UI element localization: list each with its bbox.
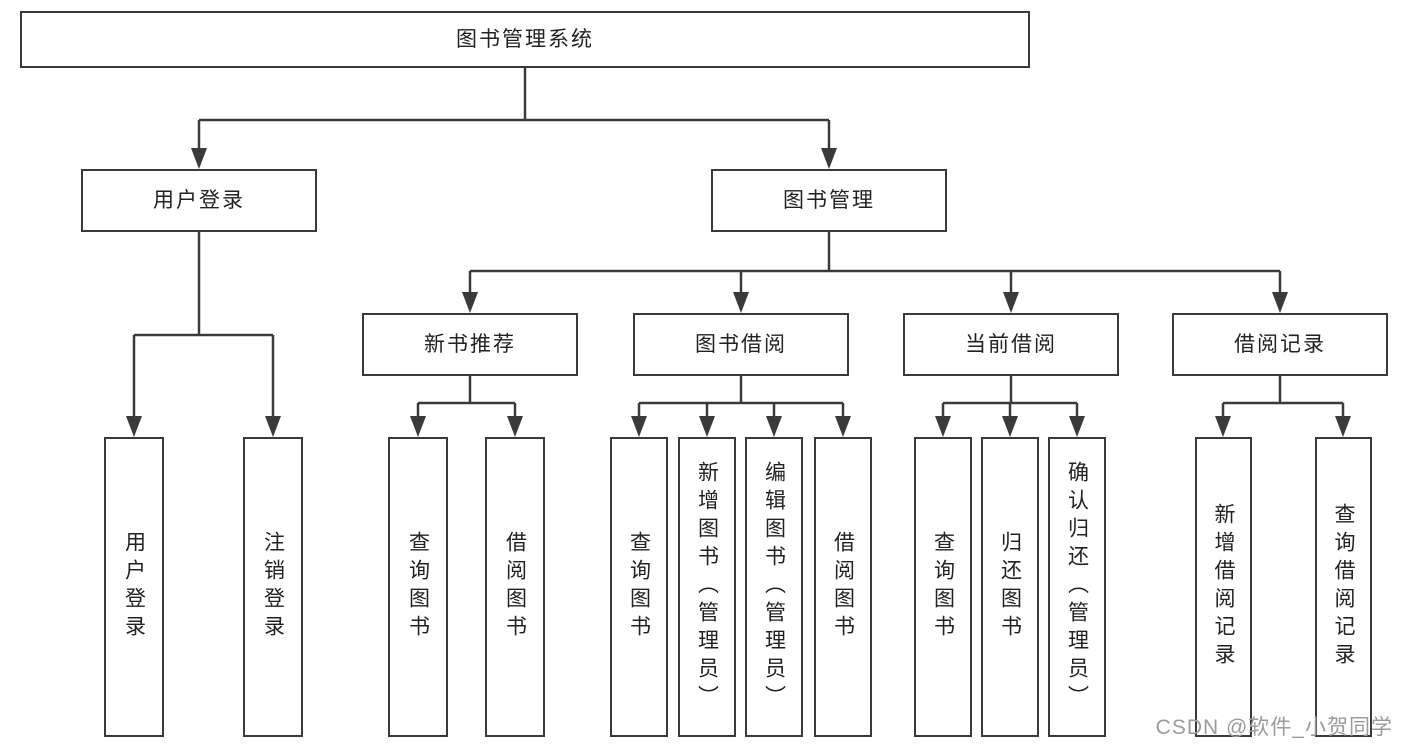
node-label: 用户登录 — [122, 531, 146, 643]
node-label: 查询图书 — [406, 531, 430, 643]
leaf-borrow-books-recommend: 借阅图书 — [485, 437, 545, 737]
leaf-query-books-current: 查询图书 — [914, 437, 972, 737]
node-label: 借阅记录 — [1234, 333, 1326, 356]
node-label: 借阅图书 — [503, 531, 527, 643]
leaf-add-borrow-record: 新增借阅记录 — [1195, 437, 1252, 737]
node-label: 编辑图书（管理员） — [762, 461, 786, 713]
node-label: 新书推荐 — [424, 333, 516, 356]
leaf-query-books-borrow: 查询图书 — [610, 437, 668, 737]
node-root-system: 图书管理系统 — [20, 11, 1030, 68]
leaf-return-books: 归还图书 — [981, 437, 1039, 737]
node-label: 图书借阅 — [695, 333, 787, 356]
node-label: 当前借阅 — [965, 333, 1057, 356]
node-book-management: 图书管理 — [711, 169, 947, 232]
leaf-user-login: 用户登录 — [104, 437, 164, 737]
leaf-query-borrow-record: 查询借阅记录 — [1315, 437, 1372, 737]
node-label: 查询借阅记录 — [1332, 503, 1355, 671]
node-label: 确认归还（管理员） — [1065, 461, 1089, 713]
node-label: 新增图书（管理员） — [695, 461, 719, 713]
leaf-confirm-return-admin: 确认归还（管理员） — [1048, 437, 1106, 737]
leaf-borrow-books: 借阅图书 — [814, 437, 872, 737]
node-book-borrowing: 图书借阅 — [633, 313, 849, 376]
node-current-borrowing: 当前借阅 — [903, 313, 1119, 376]
node-label: 图书管理 — [783, 189, 875, 212]
csdn-watermark: CSDN @软件_小贺同学 — [1155, 716, 1393, 739]
node-label: 归还图书 — [998, 531, 1022, 643]
node-new-book-recommend: 新书推荐 — [362, 313, 578, 376]
node-label: 查询图书 — [627, 531, 651, 643]
node-label: 查询图书 — [931, 531, 955, 643]
leaf-query-books-recommend: 查询图书 — [388, 437, 448, 737]
node-label: 图书管理系统 — [456, 28, 594, 51]
node-label: 借阅图书 — [831, 531, 855, 643]
leaf-add-books-admin: 新增图书（管理员） — [678, 437, 736, 737]
node-label: 注销登录 — [261, 531, 285, 643]
leaf-edit-books-admin: 编辑图书（管理员） — [745, 437, 803, 737]
node-label: 用户登录 — [153, 189, 245, 212]
node-borrowing-records: 借阅记录 — [1172, 313, 1388, 376]
leaf-logout: 注销登录 — [243, 437, 303, 737]
node-label: 新增借阅记录 — [1212, 503, 1235, 671]
node-user-login: 用户登录 — [81, 169, 317, 232]
